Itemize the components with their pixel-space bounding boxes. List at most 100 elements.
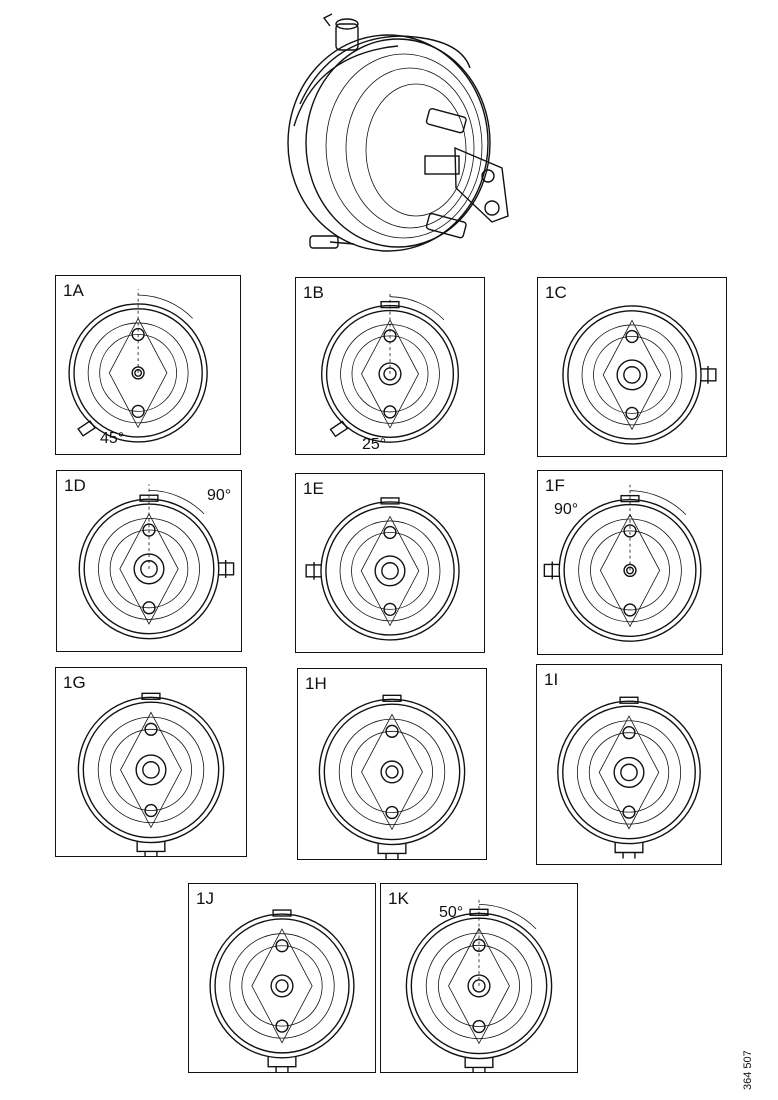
clamp-tab [382,694,402,702]
stud-hole [142,601,156,615]
chamber-drawing [405,898,553,1072]
angle-label: 50° [439,904,464,921]
hub [378,362,402,386]
panel-label: 1K [388,889,409,908]
panel-label: 1E [303,479,324,498]
mounting-plate [361,713,423,831]
angle-arc [629,490,687,515]
housing-outer-ring [78,498,220,640]
hub [135,754,167,786]
panel-1k: 1K 50° [380,883,578,1073]
stud-hole [623,524,637,538]
housing-outer-ring [68,303,208,443]
housing-inner-ring [562,705,696,840]
brake-chamber-illustration [287,13,509,252]
clamp-bolt [329,420,349,438]
housing-outer-ring [318,698,466,846]
chamber-drawing [557,696,701,859]
housing-outer-ring [558,498,702,642]
panel-1c: 1C [537,277,727,457]
chamber-drawing [209,909,355,1072]
stud-hole [383,525,397,540]
housing-outer-ring [562,305,702,445]
panel-1j: 1J [188,883,376,1073]
mounting-plate [108,317,168,429]
hub [133,553,165,585]
housing-outer-ring [77,696,225,844]
panel-label: 1D [64,476,86,495]
stud-hole [622,805,636,819]
angle-label: 25° [362,436,387,453]
mounting-plate [599,513,661,628]
stud-hole [623,603,637,617]
hub [623,563,637,578]
clamp-tab [141,692,161,700]
clamp-tab [469,908,489,916]
housing-inner-ring [325,506,455,636]
clamp-tab [619,696,639,704]
chamber-drawing [318,694,466,859]
hub [380,760,404,784]
stud-hole [472,1019,486,1034]
panel-label: 1J [196,889,214,908]
document-number: 364 507 [742,1050,754,1090]
housing-outer-ring [321,304,459,443]
clamp-bolt [77,420,96,437]
panel-label: 1H [305,674,327,693]
housing-inner-ring [323,703,461,841]
housing-inner-ring [73,308,203,438]
chamber-drawing [562,305,717,445]
mounting-plate [120,711,182,829]
panel-1g: 1G [55,667,247,857]
clamp-bolt [377,843,407,859]
clamp-bolt [217,560,235,578]
hub [616,359,648,391]
clamp-bolt [543,561,561,580]
stud-hole [275,1019,289,1033]
panel-1h: 1H [297,668,487,860]
hub [467,974,491,998]
housing-inner-ring [214,918,350,1054]
angle-arc [148,489,205,515]
stud-hole [472,938,486,952]
panel-label: 1C [545,283,567,302]
chamber-drawing [68,289,208,443]
stud-hole [131,404,145,418]
stud-hole [622,726,636,740]
angle-label: 90° [554,501,579,518]
hub [270,974,294,998]
stud-hole [144,803,158,818]
housing-outer-ring [209,913,355,1059]
panel-label: 1G [63,673,86,692]
chamber-drawing [305,497,460,641]
housing-outer-ring [557,700,701,845]
mounting-plate [598,715,660,830]
stud-hole [625,406,639,420]
stud-hole [385,805,399,820]
housing-inner-ring [82,701,220,839]
housing-inner-ring [567,310,697,440]
clamp-tab [272,909,292,917]
clamp-bolt [136,841,166,856]
mounting-plate [602,319,662,431]
mounting-plate [361,319,419,429]
stud-hole [625,329,639,344]
mounting-plate [119,512,179,625]
housing-inner-ring [325,309,455,438]
clamp-bolt [267,1056,297,1072]
mounting-plate [448,927,510,1045]
mounting-plate [251,928,313,1044]
hub [613,756,645,788]
housing-inner-ring [83,503,215,635]
clamp-bolt [305,562,322,580]
chamber-drawing [78,484,235,640]
housing-outer-ring [320,501,460,641]
chamber-drawing [543,484,702,642]
stud-hole [275,939,289,953]
clamp-tab [620,494,640,503]
panel-1e: 1E [295,473,485,653]
